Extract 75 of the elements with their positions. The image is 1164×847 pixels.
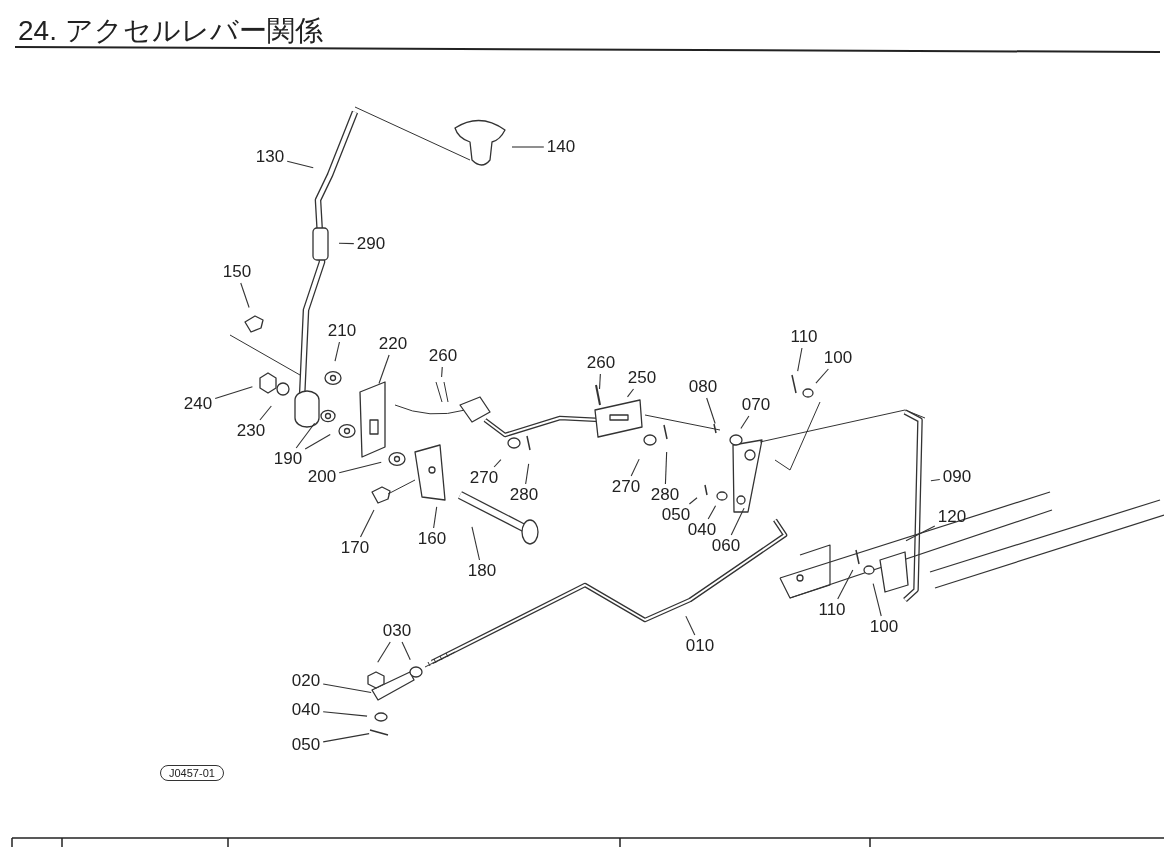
callout-number: 120 [936, 508, 968, 526]
leader-line [797, 347, 803, 372]
callout-number: 070 [740, 396, 772, 414]
callout-number: 260 [585, 354, 617, 372]
leader-line [433, 506, 438, 529]
callout-number: 100 [868, 618, 900, 636]
callout-number: 020 [290, 672, 322, 690]
leader-line [286, 160, 314, 169]
callout-number: 040 [686, 521, 718, 539]
leader-line [525, 463, 530, 485]
callout-number: 110 [789, 328, 819, 346]
callout-number: 160 [416, 530, 448, 548]
callout-number: 180 [466, 562, 498, 580]
callout-number: 090 [941, 468, 973, 486]
callout-number: 190 [272, 450, 304, 468]
callout-number: 060 [710, 537, 742, 555]
callout-number: 010 [684, 637, 716, 655]
callout-number: 150 [221, 263, 253, 281]
callout-number: 240 [182, 395, 214, 413]
callout-number: 260 [427, 347, 459, 365]
leader-line [930, 478, 941, 482]
leader-line [295, 422, 316, 449]
callout-number: 130 [254, 148, 286, 166]
callout-number: 080 [687, 378, 719, 396]
leader-line [706, 397, 716, 424]
leader-line [441, 366, 443, 378]
callout-number: 170 [339, 539, 371, 557]
leader-line [730, 507, 745, 536]
leader-line [872, 583, 882, 617]
leader-line [664, 451, 668, 485]
leader-line [815, 368, 829, 384]
leader-line [685, 615, 696, 636]
leader-line [688, 497, 698, 505]
leader-line [626, 388, 635, 398]
callout-number: 280 [508, 486, 540, 504]
callout-number: 030 [381, 622, 413, 640]
callout-number: 280 [649, 486, 681, 504]
callout-number: 200 [306, 468, 338, 486]
callout-number: 270 [610, 478, 642, 496]
leader-line [740, 415, 750, 429]
callout-number: 290 [355, 235, 387, 253]
leader-line [240, 282, 250, 309]
leader-line [259, 405, 272, 421]
callout-number: 050 [290, 736, 322, 754]
leader-line [837, 569, 854, 600]
leader-line [377, 641, 391, 663]
leader-line [905, 525, 936, 542]
leader-line [401, 641, 411, 661]
leader-line [338, 242, 355, 245]
leader-line [359, 509, 375, 538]
callout-number: 040 [290, 701, 322, 719]
leader-line [493, 459, 502, 468]
leader-line [511, 146, 545, 148]
callout-number: 050 [660, 506, 692, 524]
leader-line [471, 526, 481, 561]
leader-line [214, 386, 253, 400]
leader-line [598, 373, 601, 390]
leader-line [338, 461, 382, 474]
callout-number: 220 [377, 335, 409, 353]
callout-number: 140 [545, 138, 577, 156]
page-title: 24. アクセルレバー関係 [18, 14, 323, 48]
leader-line [630, 458, 640, 477]
callout-number: 270 [468, 469, 500, 487]
leader-line [322, 733, 370, 743]
leader-line [707, 505, 717, 520]
leader-line [334, 341, 340, 362]
callout-number: 210 [326, 322, 358, 340]
callout-number: 250 [626, 369, 658, 387]
leader-line [322, 683, 372, 693]
callout-number: 110 [817, 601, 847, 619]
leader-line [378, 354, 390, 385]
leader-line [322, 711, 368, 717]
leader-line [304, 433, 331, 450]
callout-number: 100 [822, 349, 854, 367]
callout-number: 230 [235, 422, 267, 440]
